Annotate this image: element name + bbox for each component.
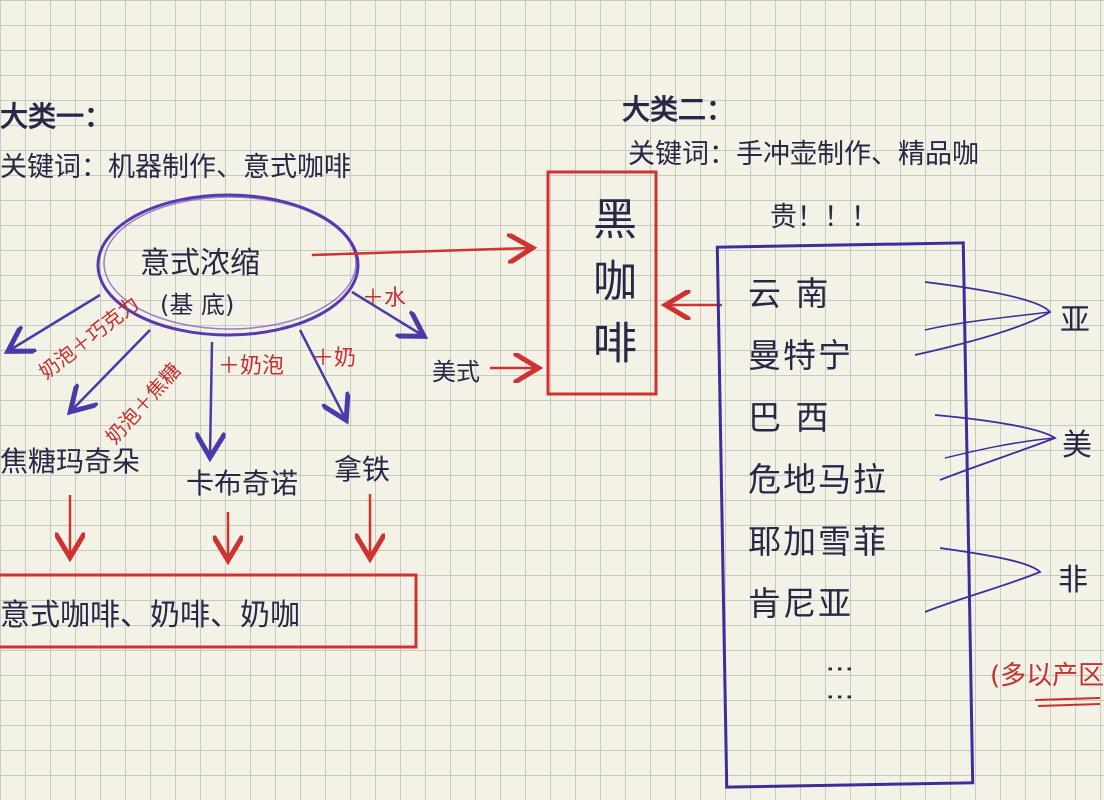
origin-yunnan: 云 南 <box>748 274 831 313</box>
branch-arrow-1 <box>10 293 101 350</box>
origin-kenya: 肯尼亚 <box>748 584 853 623</box>
region-america: 美 <box>1062 428 1092 463</box>
espresso-subtitle: (基 底) <box>160 291 235 319</box>
origin-guatemala: 危地马拉 <box>748 460 888 499</box>
branch-arrow-2 <box>72 329 151 410</box>
origin-mandheling: 曼特宁 <box>748 336 853 375</box>
summary-text: 意式咖啡、奶啡、奶咖 <box>0 598 300 633</box>
origins-ellipsis: ⋮⋮ <box>824 655 857 711</box>
drink-caramel-macchiato: 焦糖玛奇朵 <box>0 445 141 478</box>
drink-latte: 拿铁 <box>334 453 391 486</box>
region-note: (多以产区 <box>990 661 1104 691</box>
espresso-title: 意式浓缩 <box>140 246 260 281</box>
region-africa: 非 <box>1058 563 1088 598</box>
branch-arrow-5 <box>351 290 422 335</box>
region-lines-africa <box>924 547 1042 613</box>
black-coffee-label: 黑咖啡 <box>585 196 636 382</box>
category2-keywords: 关键词：手冲壶制作、精品咖 <box>628 139 979 170</box>
branch-arrow-3 <box>210 341 212 455</box>
espresso-ellipse <box>96 193 360 337</box>
branch-label-4: ＋奶 <box>312 346 357 371</box>
arrow-to-black-coffee <box>311 248 530 255</box>
branch-label-5: ＋水 <box>362 286 407 311</box>
summary-box <box>0 573 418 649</box>
black-coffee-box <box>546 170 658 396</box>
branch-label-3: ＋奶泡 <box>218 354 285 379</box>
origins-box <box>715 241 975 789</box>
category2-note: 贵！！！ <box>770 202 878 233</box>
drink-cappuccino: 卡布奇诺 <box>186 467 299 500</box>
origin-brazil: 巴 西 <box>748 398 831 437</box>
branch-arrow-4 <box>298 329 345 418</box>
american-label: 美式 <box>432 358 480 386</box>
origins-list: 云 南 曼特宁 巴 西 危地马拉 耶加雪菲 肯尼亚 <box>748 272 948 644</box>
category1-keywords: 关键词：机器制作、意式咖啡 <box>0 152 351 183</box>
category1-heading: 大类一： <box>0 100 113 133</box>
region-asia: 亚 <box>1060 303 1090 338</box>
category2-heading: 大类二： <box>622 93 735 126</box>
origin-yirgacheffe: 耶加雪菲 <box>748 522 888 561</box>
